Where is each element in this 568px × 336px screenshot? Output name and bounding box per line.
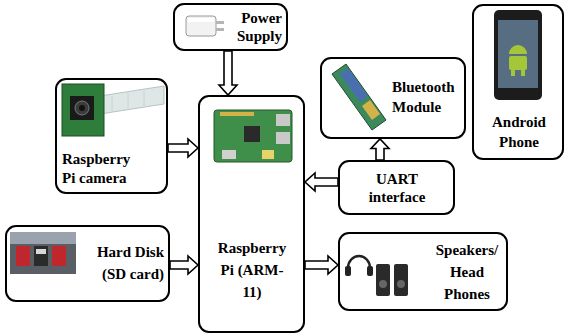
block-box: Speakers/ Head Phones <box>338 232 508 311</box>
adapter-pin <box>216 21 224 24</box>
headphone-band <box>348 256 370 268</box>
block-label: Power Supply <box>230 9 282 45</box>
gpio-header <box>220 112 254 116</box>
sd-card <box>52 246 66 266</box>
block-arrow <box>170 256 198 274</box>
ribbon-stripe <box>128 93 129 108</box>
android-body <box>509 56 527 70</box>
android-head <box>509 45 527 54</box>
hdmi-port <box>222 150 236 159</box>
ribbon-stripe <box>144 91 145 106</box>
bt-board <box>332 64 386 130</box>
android-leg <box>521 70 525 76</box>
sd-card <box>34 246 48 266</box>
photo-sky <box>10 232 76 244</box>
card-label <box>36 249 46 254</box>
phone-body <box>494 10 542 100</box>
phone-screen <box>498 20 538 88</box>
sd-card <box>16 246 30 266</box>
headphone-cup <box>345 266 351 276</box>
pi-board <box>214 110 292 162</box>
pi-board-icon <box>214 110 292 162</box>
android-leg <box>511 70 515 76</box>
block-arrow <box>305 256 338 274</box>
lens-housing <box>70 96 94 120</box>
lens-center <box>79 105 85 111</box>
ribbon-stripe <box>112 96 113 111</box>
bluetooth-module-icon <box>332 64 386 130</box>
block-box: Raspberry Pi camera <box>55 78 168 194</box>
block-box: Power Supply <box>173 3 288 51</box>
adapter-body <box>186 16 216 36</box>
block-arrow <box>305 173 338 191</box>
bt-pins <box>362 100 380 120</box>
storage-icon <box>10 232 76 274</box>
storage-photo <box>10 232 76 274</box>
block-box: Raspberry Pi (ARM-11) <box>198 95 305 333</box>
block-box: Hard Disk (SD card) <box>5 225 170 302</box>
lens <box>75 101 89 115</box>
speaker-cone <box>397 280 405 288</box>
speaker-cone <box>379 280 387 288</box>
android-phone-icon <box>494 10 542 100</box>
adapter-highlight <box>188 18 214 22</box>
power-adapter-icon <box>186 16 224 36</box>
block-box: Bluetooth Module <box>320 57 466 139</box>
usb-port <box>276 114 290 126</box>
camera-board <box>62 84 104 136</box>
block-box: Android Phone <box>472 4 564 160</box>
block-arrow <box>219 51 237 95</box>
block-box: UART interface <box>338 160 455 215</box>
ribbon-cable <box>100 86 164 114</box>
block-label: Speakers/ Head Phones <box>432 239 502 305</box>
block-label: Hard Disk (SD card) <box>91 241 164 285</box>
block-label: UART interface <box>352 170 442 206</box>
speaker <box>376 264 390 296</box>
block-label: Android Phone <box>480 112 558 152</box>
block-label: Raspberry Pi (ARM-11) <box>212 237 292 303</box>
speaker <box>394 264 408 296</box>
block-arrow <box>371 139 389 160</box>
block-label: Raspberry Pi camera <box>62 150 138 188</box>
block-arrow <box>168 139 198 157</box>
usb-port <box>276 132 290 144</box>
block-label: Bluetooth Module <box>392 77 460 117</box>
adapter-pin <box>216 28 224 31</box>
pi-chip <box>244 126 260 142</box>
video-port <box>262 150 274 159</box>
camera-module-icon <box>62 84 164 136</box>
headphone-cup <box>367 266 373 276</box>
screen-glow <box>498 20 538 88</box>
audio-icon <box>345 256 408 296</box>
bt-chip-area <box>340 68 368 102</box>
